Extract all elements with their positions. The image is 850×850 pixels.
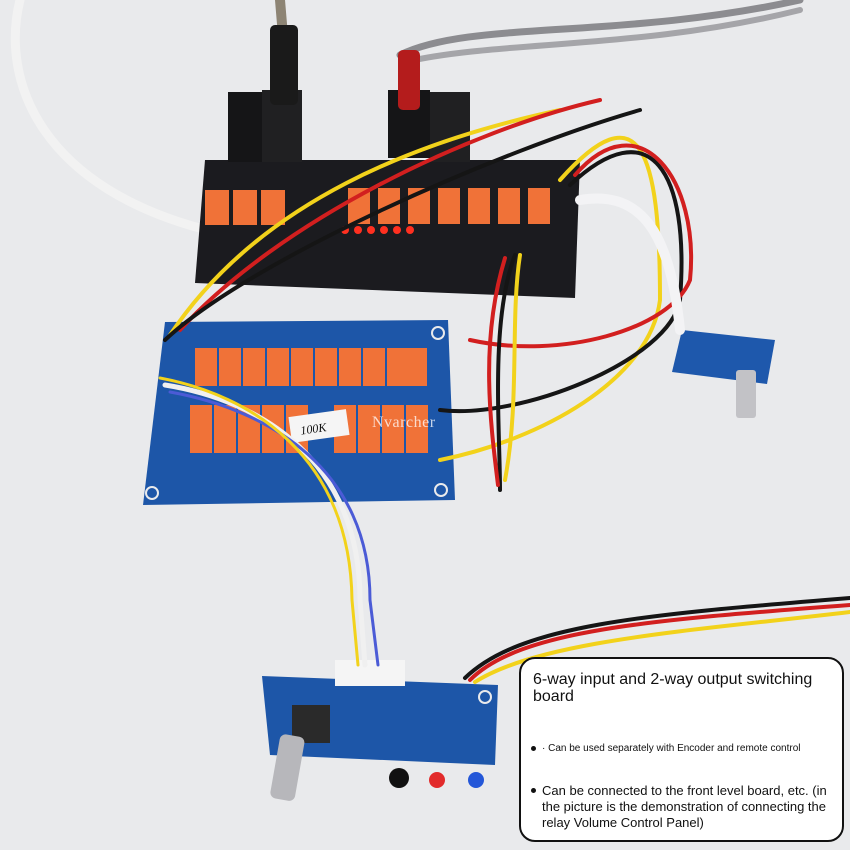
white-cable — [10, 0, 220, 237]
ribbon-cable — [575, 193, 685, 335]
encoder-board-small — [672, 330, 775, 418]
wires — [158, 98, 850, 684]
bullet-icon — [531, 746, 536, 751]
watermark-text: Nvarcher — [372, 414, 436, 431]
callout-bullet: Can be connected to the front level boar… — [531, 783, 836, 831]
callout-bullet-text: · Can be used separately with Encoder an… — [542, 743, 801, 754]
encoder-panel-board — [262, 660, 498, 801]
callout-bullet: · Can be used separately with Encoder an… — [531, 741, 800, 757]
callout-title: 6-way input and 2-way output switching b… — [533, 671, 813, 705]
volume-control-board — [143, 320, 455, 505]
callout-bullet-text: Can be connected to the front level boar… — [542, 783, 827, 830]
pot-value-label: 100K — [299, 420, 328, 438]
bullet-icon — [531, 788, 536, 793]
description-callout: 6-way input and 2-way output switching b… — [519, 657, 844, 842]
